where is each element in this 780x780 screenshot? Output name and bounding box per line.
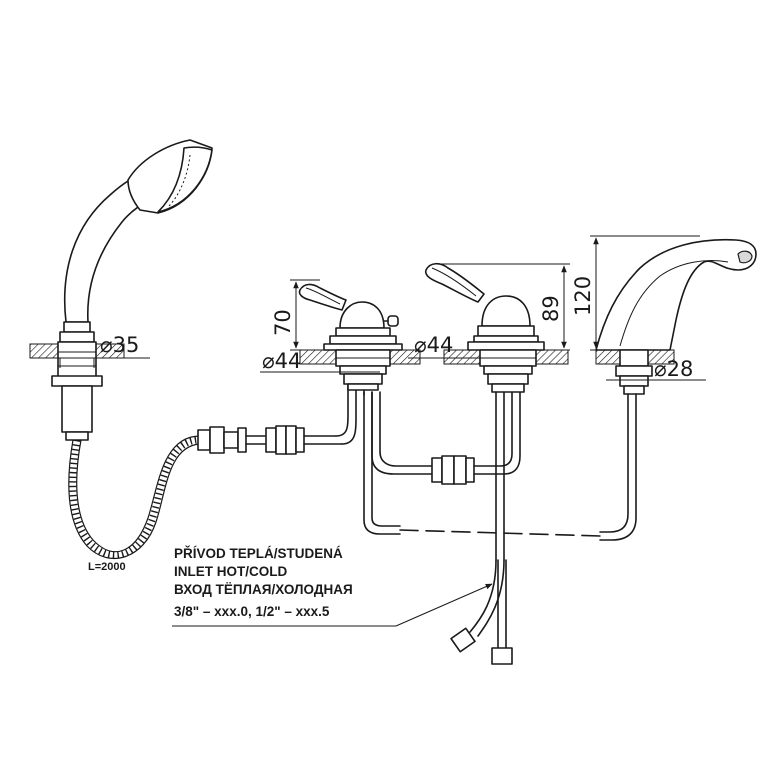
left-valve-diameter-label: ⌀44 bbox=[262, 349, 301, 373]
spout-height-label: 120 bbox=[571, 276, 595, 316]
callout-line-czech: PŘÍVOD TEPLÁ/STUDENÁ bbox=[174, 546, 343, 561]
callout-line-english: INLET HOT/COLD bbox=[174, 564, 287, 579]
hose-connectors bbox=[197, 379, 357, 455]
bridge-connector bbox=[431, 391, 521, 485]
hand-shower-diameter-label: ⌀35 bbox=[100, 333, 139, 357]
right-valve-diameter-label: ⌀44 bbox=[414, 333, 453, 357]
shower-hose bbox=[68, 435, 201, 560]
callout-line-russian: ВХОД ТЁПЛАЯ/ХОЛОДНАЯ bbox=[174, 582, 353, 597]
spout-diameter-label: ⌀28 bbox=[654, 357, 693, 381]
dimension-lines bbox=[30, 235, 706, 627]
spout bbox=[595, 238, 757, 541]
left-valve bbox=[298, 283, 433, 535]
right-valve-height-label: 89 bbox=[539, 295, 563, 322]
hose-length-label: L=2000 bbox=[88, 561, 126, 573]
callout-line-sizes: 3/8" – xxx.0, 1/2" – xxx.5 bbox=[174, 604, 330, 619]
left-valve-height-label: 70 bbox=[271, 309, 295, 336]
hand-shower bbox=[29, 139, 213, 441]
right-valve bbox=[424, 262, 569, 665]
dashed-link-line bbox=[399, 529, 601, 537]
